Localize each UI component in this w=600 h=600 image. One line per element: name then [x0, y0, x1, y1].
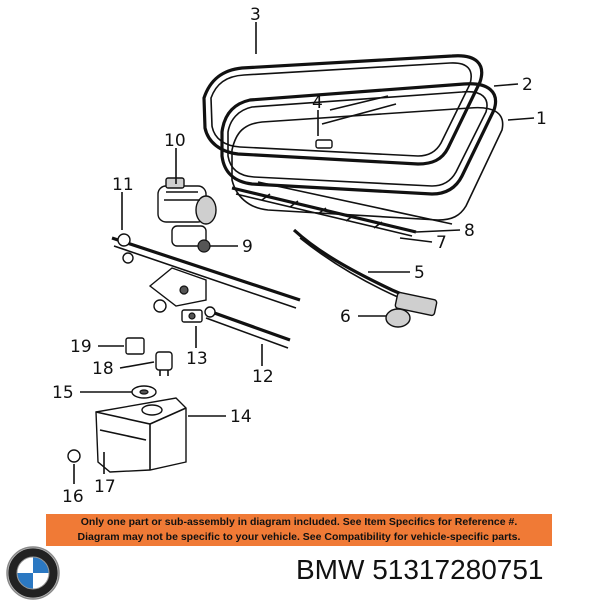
- callout-11: 11: [112, 175, 134, 195]
- callout-7: 7: [436, 233, 447, 253]
- wiper-motor-part-10: [157, 177, 217, 225]
- bracket-part-13: [181, 309, 203, 323]
- disclaimer-banner: Only one part or sub-assembly in diagram…: [46, 514, 552, 546]
- callout-9: 9: [242, 237, 253, 257]
- washer-reservoir-part-14: [95, 397, 187, 473]
- callout-16: 16: [62, 487, 84, 507]
- wiper-arm-part-5: [292, 228, 438, 317]
- callout-6: 6: [340, 307, 351, 327]
- callout-14: 14: [230, 407, 252, 427]
- window-seal-part-2: [220, 82, 498, 196]
- callout-1: 1: [536, 109, 547, 129]
- relay-part-19: [125, 337, 145, 355]
- window-glass-seal-part-3: [202, 54, 484, 166]
- motor-gear-part-9: [171, 225, 211, 253]
- window-clip-part-4: [315, 139, 333, 149]
- callout-2: 2: [522, 75, 533, 95]
- callout-8: 8: [464, 221, 475, 241]
- callout-15: 15: [52, 383, 74, 403]
- part-number-label: BMW 51317280751: [296, 554, 544, 585]
- callout-labels: 1 2 3 4 5 6 7 8 9 10 11 12 13 14 15 16 1…: [52, 5, 547, 507]
- leader-lines: [73, 22, 535, 484]
- disclaimer-line-2: Diagram may not be specific to your vehi…: [77, 531, 521, 543]
- pump-part-18: [155, 351, 173, 376]
- callout-19: 19: [70, 337, 92, 357]
- callout-18: 18: [92, 359, 114, 379]
- callout-10: 10: [164, 131, 186, 151]
- callout-17: 17: [94, 477, 116, 497]
- grommet-part-15: [131, 385, 157, 399]
- linkage-bar-part-12: [204, 306, 291, 349]
- wiper-arm-cap-part-6: [385, 308, 411, 328]
- callout-5: 5: [414, 263, 425, 283]
- bmw-roundel-logo: [6, 546, 60, 600]
- nozzle-part-16: [67, 449, 81, 463]
- disclaimer-line-1: Only one part or sub-assembly in diagram…: [80, 516, 518, 528]
- window-frame-outer-part-1: [231, 106, 504, 221]
- callout-4: 4: [312, 93, 323, 113]
- wiper-linkage-part-11: [111, 233, 301, 313]
- callout-3: 3: [250, 5, 261, 25]
- callout-12: 12: [252, 367, 274, 387]
- wiper-blade-part-8: [231, 181, 453, 237]
- callout-13: 13: [186, 349, 208, 369]
